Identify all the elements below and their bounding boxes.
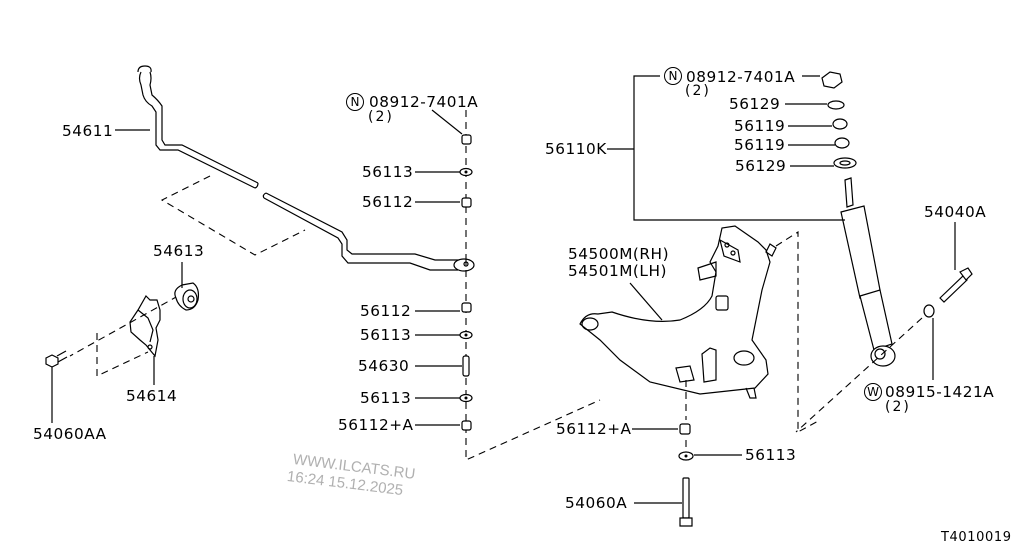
- n-marker-icon: N: [346, 93, 364, 111]
- leader-lines: [51, 75, 956, 504]
- callout-54040A[interactable]: 54040A: [924, 203, 987, 221]
- callout-56112-b[interactable]: 56112: [360, 302, 412, 320]
- callout-shock-washer[interactable]: 08915-1421A: [885, 383, 995, 401]
- shock-washer-part[interactable]: [923, 304, 935, 318]
- arm-stack[interactable]: [678, 423, 694, 527]
- callout-56112-a[interactable]: 56112: [362, 193, 414, 211]
- n-marker-icon: N: [664, 67, 682, 85]
- link-stack[interactable]: [459, 134, 473, 431]
- callout-56129-b[interactable]: 56129: [735, 157, 787, 175]
- qty-shock-washer: (2): [885, 399, 911, 415]
- callout-54501M-lh[interactable]: 54501M(LH): [568, 262, 667, 280]
- callout-56113-arm[interactable]: 56113: [745, 446, 797, 464]
- callout-54613[interactable]: 54613: [153, 242, 205, 260]
- w-marker-icon: W: [864, 383, 882, 401]
- callout-56113-c[interactable]: 56113: [360, 389, 412, 407]
- callout-56119-b[interactable]: 56119: [734, 136, 786, 154]
- stab-bushing-part[interactable]: [174, 282, 200, 311]
- stabilizer-bar[interactable]: [137, 65, 475, 272]
- callout-56112A-link[interactable]: 56112+A: [338, 416, 414, 434]
- callout-56110K[interactable]: 56110K: [545, 140, 607, 158]
- shock-top-stack[interactable]: [821, 71, 857, 169]
- callout-54630[interactable]: 54630: [358, 357, 410, 375]
- shock-bolt-part[interactable]: [939, 267, 973, 303]
- callout-54614[interactable]: 54614: [126, 387, 178, 405]
- callout-56112A-arm[interactable]: 56112+A: [556, 420, 632, 438]
- callout-shock-nut[interactable]: 08912-7401A: [686, 68, 796, 86]
- callout-54060A[interactable]: 54060A: [565, 494, 628, 512]
- callout-54500M-rh[interactable]: 54500M(RH): [568, 245, 670, 263]
- stab-clamp-part[interactable]: [129, 295, 161, 358]
- callout-56129-a[interactable]: 56129: [729, 95, 781, 113]
- callout-56119-a[interactable]: 56119: [734, 117, 786, 135]
- diagram-code: T4010019: [941, 530, 1012, 545]
- callout-54060AA[interactable]: 54060AA: [33, 425, 107, 443]
- qty-shock-nut: (2): [685, 83, 711, 99]
- callout-56113-b[interactable]: 56113: [360, 326, 412, 344]
- callout-link-nut[interactable]: 08912-7401A: [369, 93, 479, 111]
- lower-control-arm[interactable]: [579, 225, 777, 399]
- callout-56113-a[interactable]: 56113: [362, 163, 414, 181]
- callout-54611[interactable]: 54611: [62, 122, 114, 140]
- clamp-bolt-part[interactable]: [45, 350, 68, 368]
- shock-absorber[interactable]: [840, 177, 896, 367]
- qty-link-nut: (2): [368, 109, 394, 125]
